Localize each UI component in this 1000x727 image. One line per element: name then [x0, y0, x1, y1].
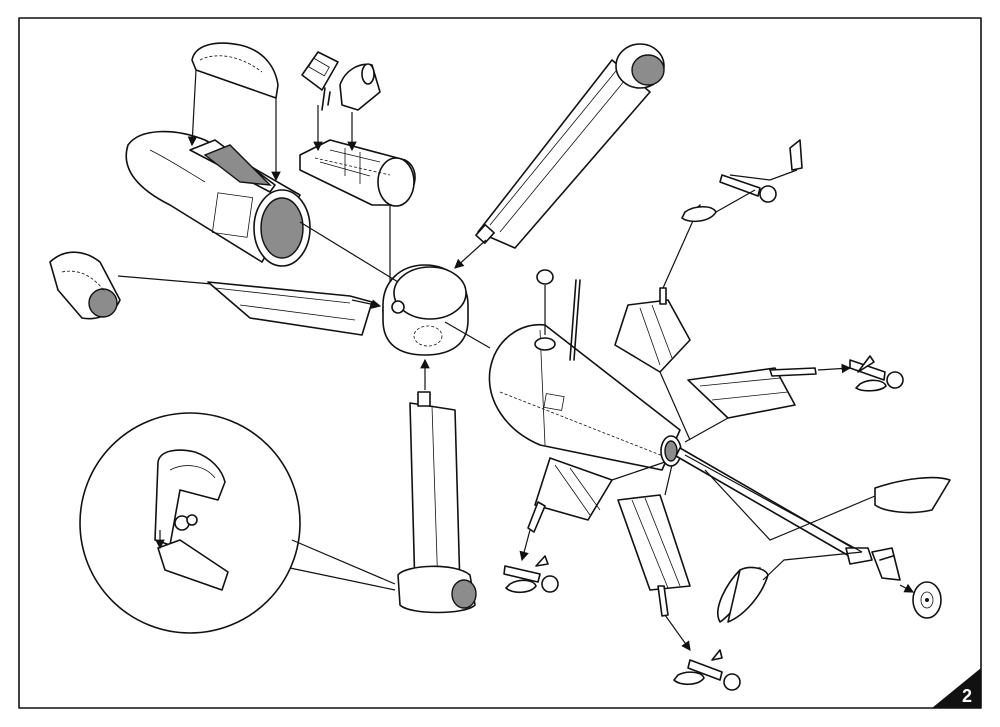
upper-boom [454, 43, 665, 269]
detail-inset [79, 412, 396, 634]
rear-fuselage [444, 321, 682, 471]
antennas [536, 269, 581, 361]
fin-lower-left [519, 457, 666, 562]
forward-fuselage [125, 130, 311, 267]
left-nacelle [49, 251, 213, 320]
tail-shaft [675, 447, 942, 619]
cockpit-assembly [299, 51, 416, 207]
prop-right [849, 355, 904, 392]
fin-lower [617, 464, 691, 651]
page-border [18, 17, 982, 709]
prop-upper [681, 139, 803, 223]
center-hub [299, 205, 469, 356]
canopy [187, 42, 281, 182]
corner-page-tab-icon [932, 668, 981, 708]
tail-fairings [684, 454, 951, 623]
prop-lower-left [503, 555, 559, 594]
page-number: 2 [962, 686, 972, 706]
fin-right [684, 363, 852, 443]
left-wing [207, 281, 382, 336]
lower-boom [397, 358, 477, 614]
page-number-tab: 2 [932, 668, 981, 708]
prop-lower [673, 649, 741, 691]
